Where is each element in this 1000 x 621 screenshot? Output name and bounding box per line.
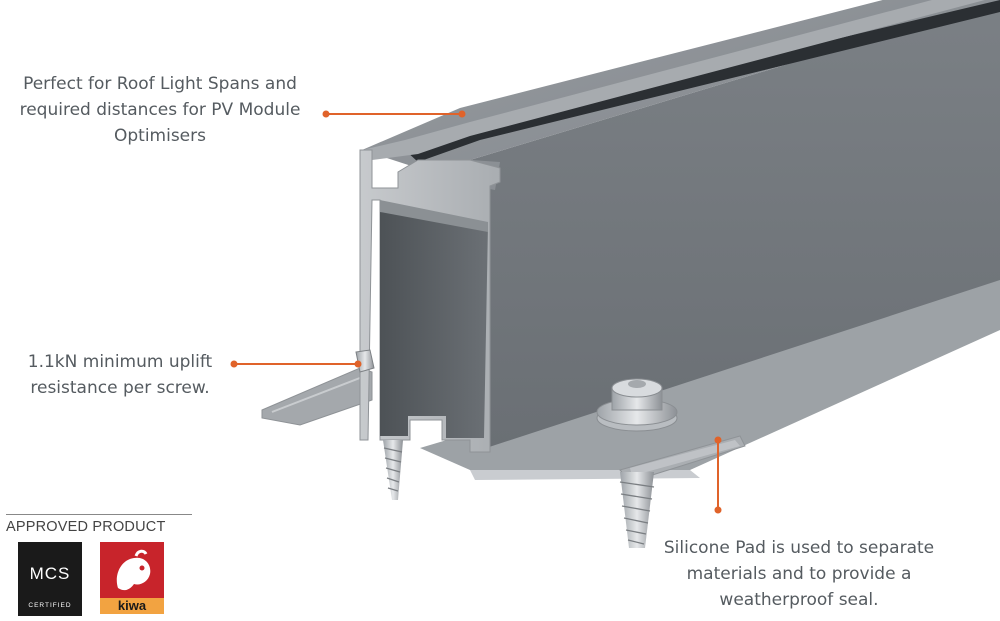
callout-roof-light-spans: Perfect for Roof Light Spans and require… xyxy=(19,74,301,146)
leader-line-silicone xyxy=(714,436,722,514)
rail-side xyxy=(470,0,1000,450)
screw-left xyxy=(355,349,403,500)
approved-product-area: APPROVED PRODUCT MCS CERTIFIED kiwa xyxy=(6,514,194,618)
kiwa-logo-text: kiwa xyxy=(117,598,147,613)
mcs-logo-text: MCS xyxy=(29,564,71,583)
kiwa-logo-icon xyxy=(100,542,164,614)
approved-product-title: APPROVED PRODUCT xyxy=(6,519,166,535)
base-flange-left xyxy=(261,367,373,426)
screw-right xyxy=(596,378,678,548)
mcs-logo-subtext: CERTIFIED xyxy=(28,602,72,609)
leader-line-roof-light xyxy=(322,110,466,118)
rail-cavity xyxy=(380,206,488,438)
badge-divider xyxy=(6,514,192,515)
rail-slot xyxy=(405,0,1000,162)
callout-silicone-pad: Silicone Pad is used to separate materia… xyxy=(663,538,935,610)
callout-uplift-resistance: 1.1kN minimum uplift resistance per scre… xyxy=(27,352,213,398)
leader-line-uplift xyxy=(230,360,362,368)
kiwa-logo: kiwa xyxy=(100,542,164,614)
mcs-certified-logo: MCS CERTIFIED xyxy=(18,542,82,616)
